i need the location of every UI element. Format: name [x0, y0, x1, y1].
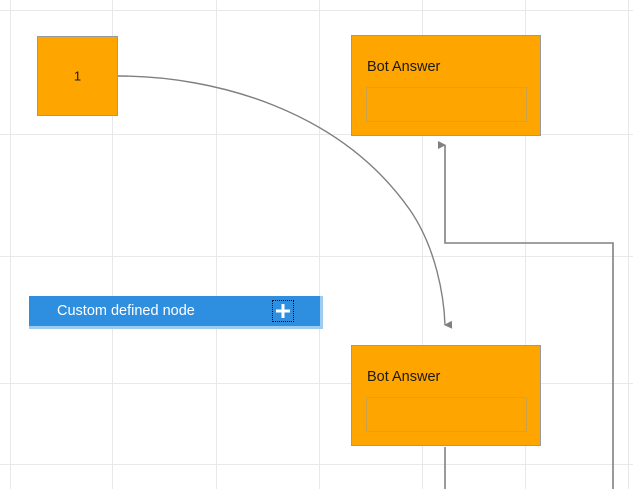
bot-answer-node-top-slot[interactable] — [366, 87, 527, 122]
start-node-label: 1 — [73, 68, 82, 84]
orthogonal-connector-path — [438, 141, 614, 489]
bot-answer-node-top-title: Bot Answer — [367, 59, 441, 75]
curved-connector-path — [117, 75, 453, 329]
custom-defined-node-label: Custom defined node — [57, 302, 195, 319]
custom-defined-node-bar[interactable]: Custom defined node — [29, 296, 323, 329]
start-node[interactable]: 1 — [37, 36, 118, 116]
bot-answer-node-bottom-slot[interactable] — [366, 397, 527, 432]
bot-answer-node-top[interactable]: Bot Answer — [351, 35, 541, 136]
plus-icon[interactable] — [272, 300, 294, 322]
bot-answer-node-bottom-title: Bot Answer — [367, 369, 441, 385]
bot-answer-node-bottom[interactable]: Bot Answer — [351, 345, 541, 446]
